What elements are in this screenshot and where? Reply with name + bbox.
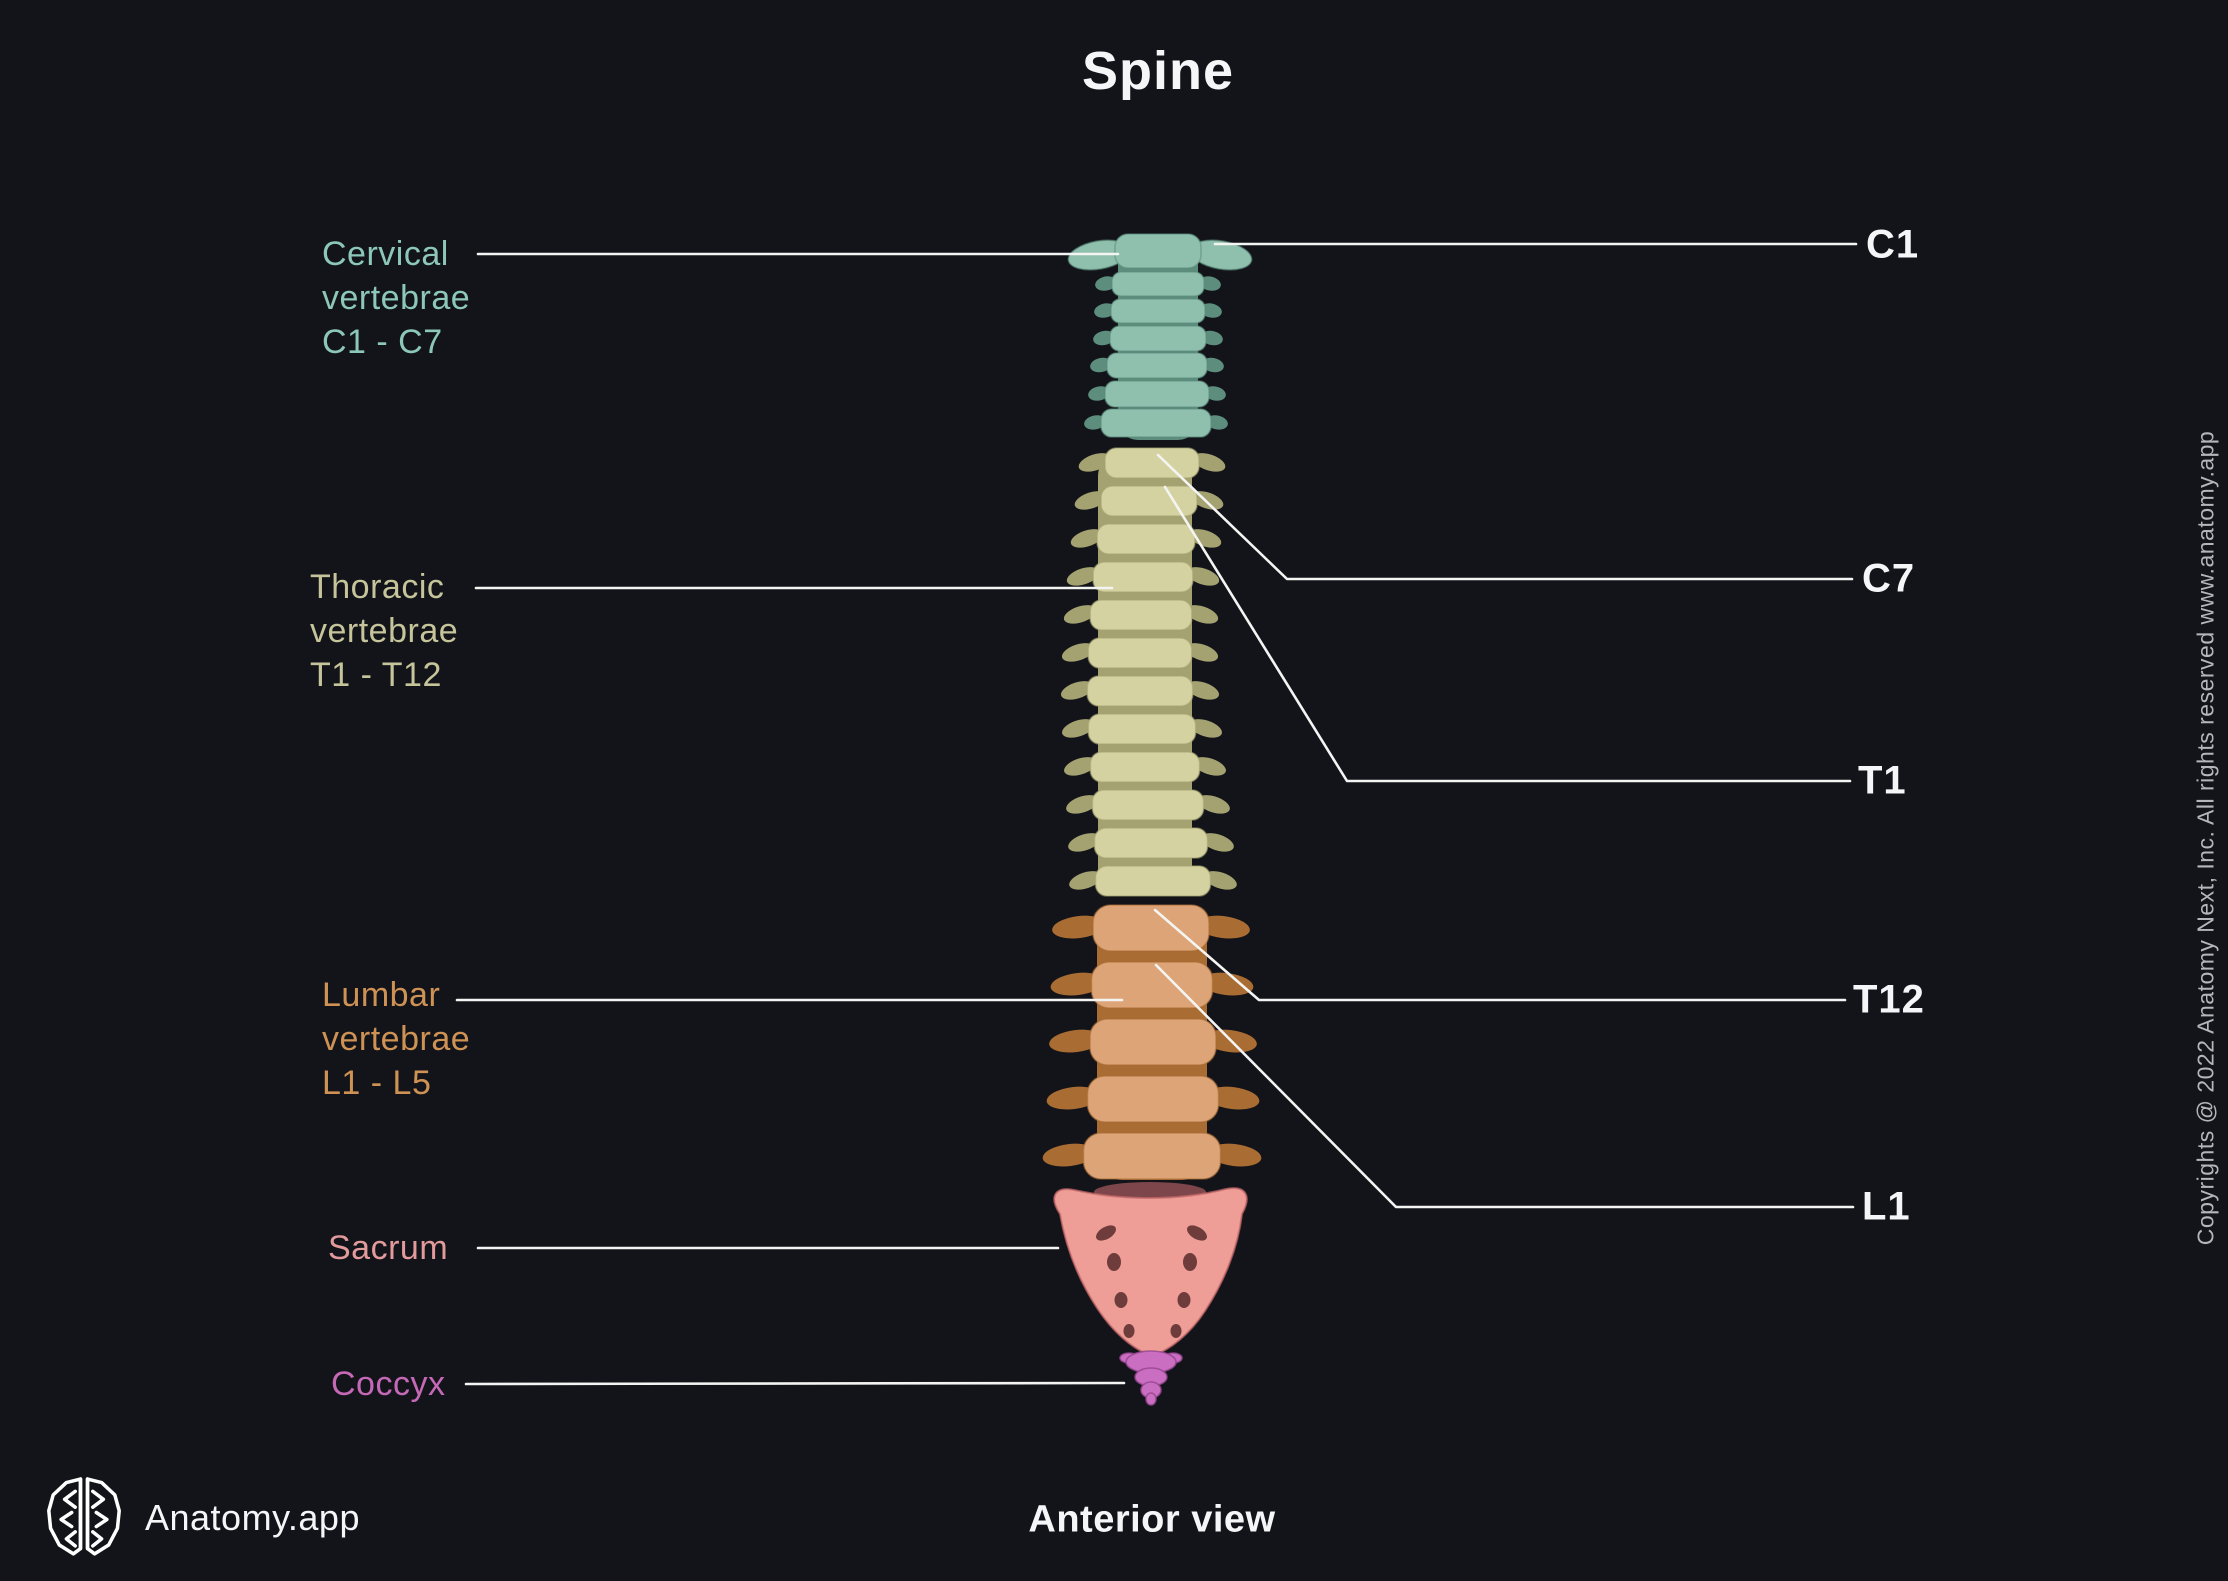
label-cervical-vertebrae: Cervical vertebrae C1 - C7 [322,232,470,364]
view-label: Anterior view [1028,1498,1276,1541]
label-l1: L1 [1862,1184,1911,1229]
label-t1: T1 [1858,758,1907,803]
sacrum-section [1053,1182,1248,1358]
label-lumbar-vertebrae: Lumbar vertebrae L1 - L5 [322,973,470,1105]
label-thoracic-vertebrae: Thoracic vertebrae T1 - T12 [310,565,458,697]
label-t12: T12 [1853,977,1925,1022]
label-coccyx: Coccyx [331,1362,445,1406]
coccyx-section [1119,1350,1183,1406]
label-line: C1 - C7 [322,323,443,361]
label-line: vertebrae [310,612,459,650]
lumbar-section [1042,904,1262,1180]
label-line: Sacrum [328,1229,449,1267]
label-line: vertebrae [322,279,471,317]
label-line: Cervical [322,235,449,273]
label-line: T1 - T12 [310,656,442,694]
copyright-text: Copyrights @ 2022 Anatomy Next, Inc. All… [2192,430,2219,1246]
label-c1: C1 [1866,222,1920,267]
anatomy-logo-brain-icon [47,1477,121,1556]
label-line: L1 - L5 [322,1064,432,1102]
page-title: Spine [1081,41,1235,101]
label-line: Lumbar [322,976,441,1014]
leader-lines [455,242,1858,1386]
label-c7: C7 [1862,556,1916,601]
label-line: Thoracic [310,568,445,606]
cervical-section [1067,233,1253,440]
thoracic-section [1060,447,1237,897]
label-line: vertebrae [322,1020,471,1058]
brand-name: Anatomy.app [145,1497,360,1538]
label-line: Coccyx [331,1365,446,1403]
label-sacrum: Sacrum [328,1226,448,1270]
